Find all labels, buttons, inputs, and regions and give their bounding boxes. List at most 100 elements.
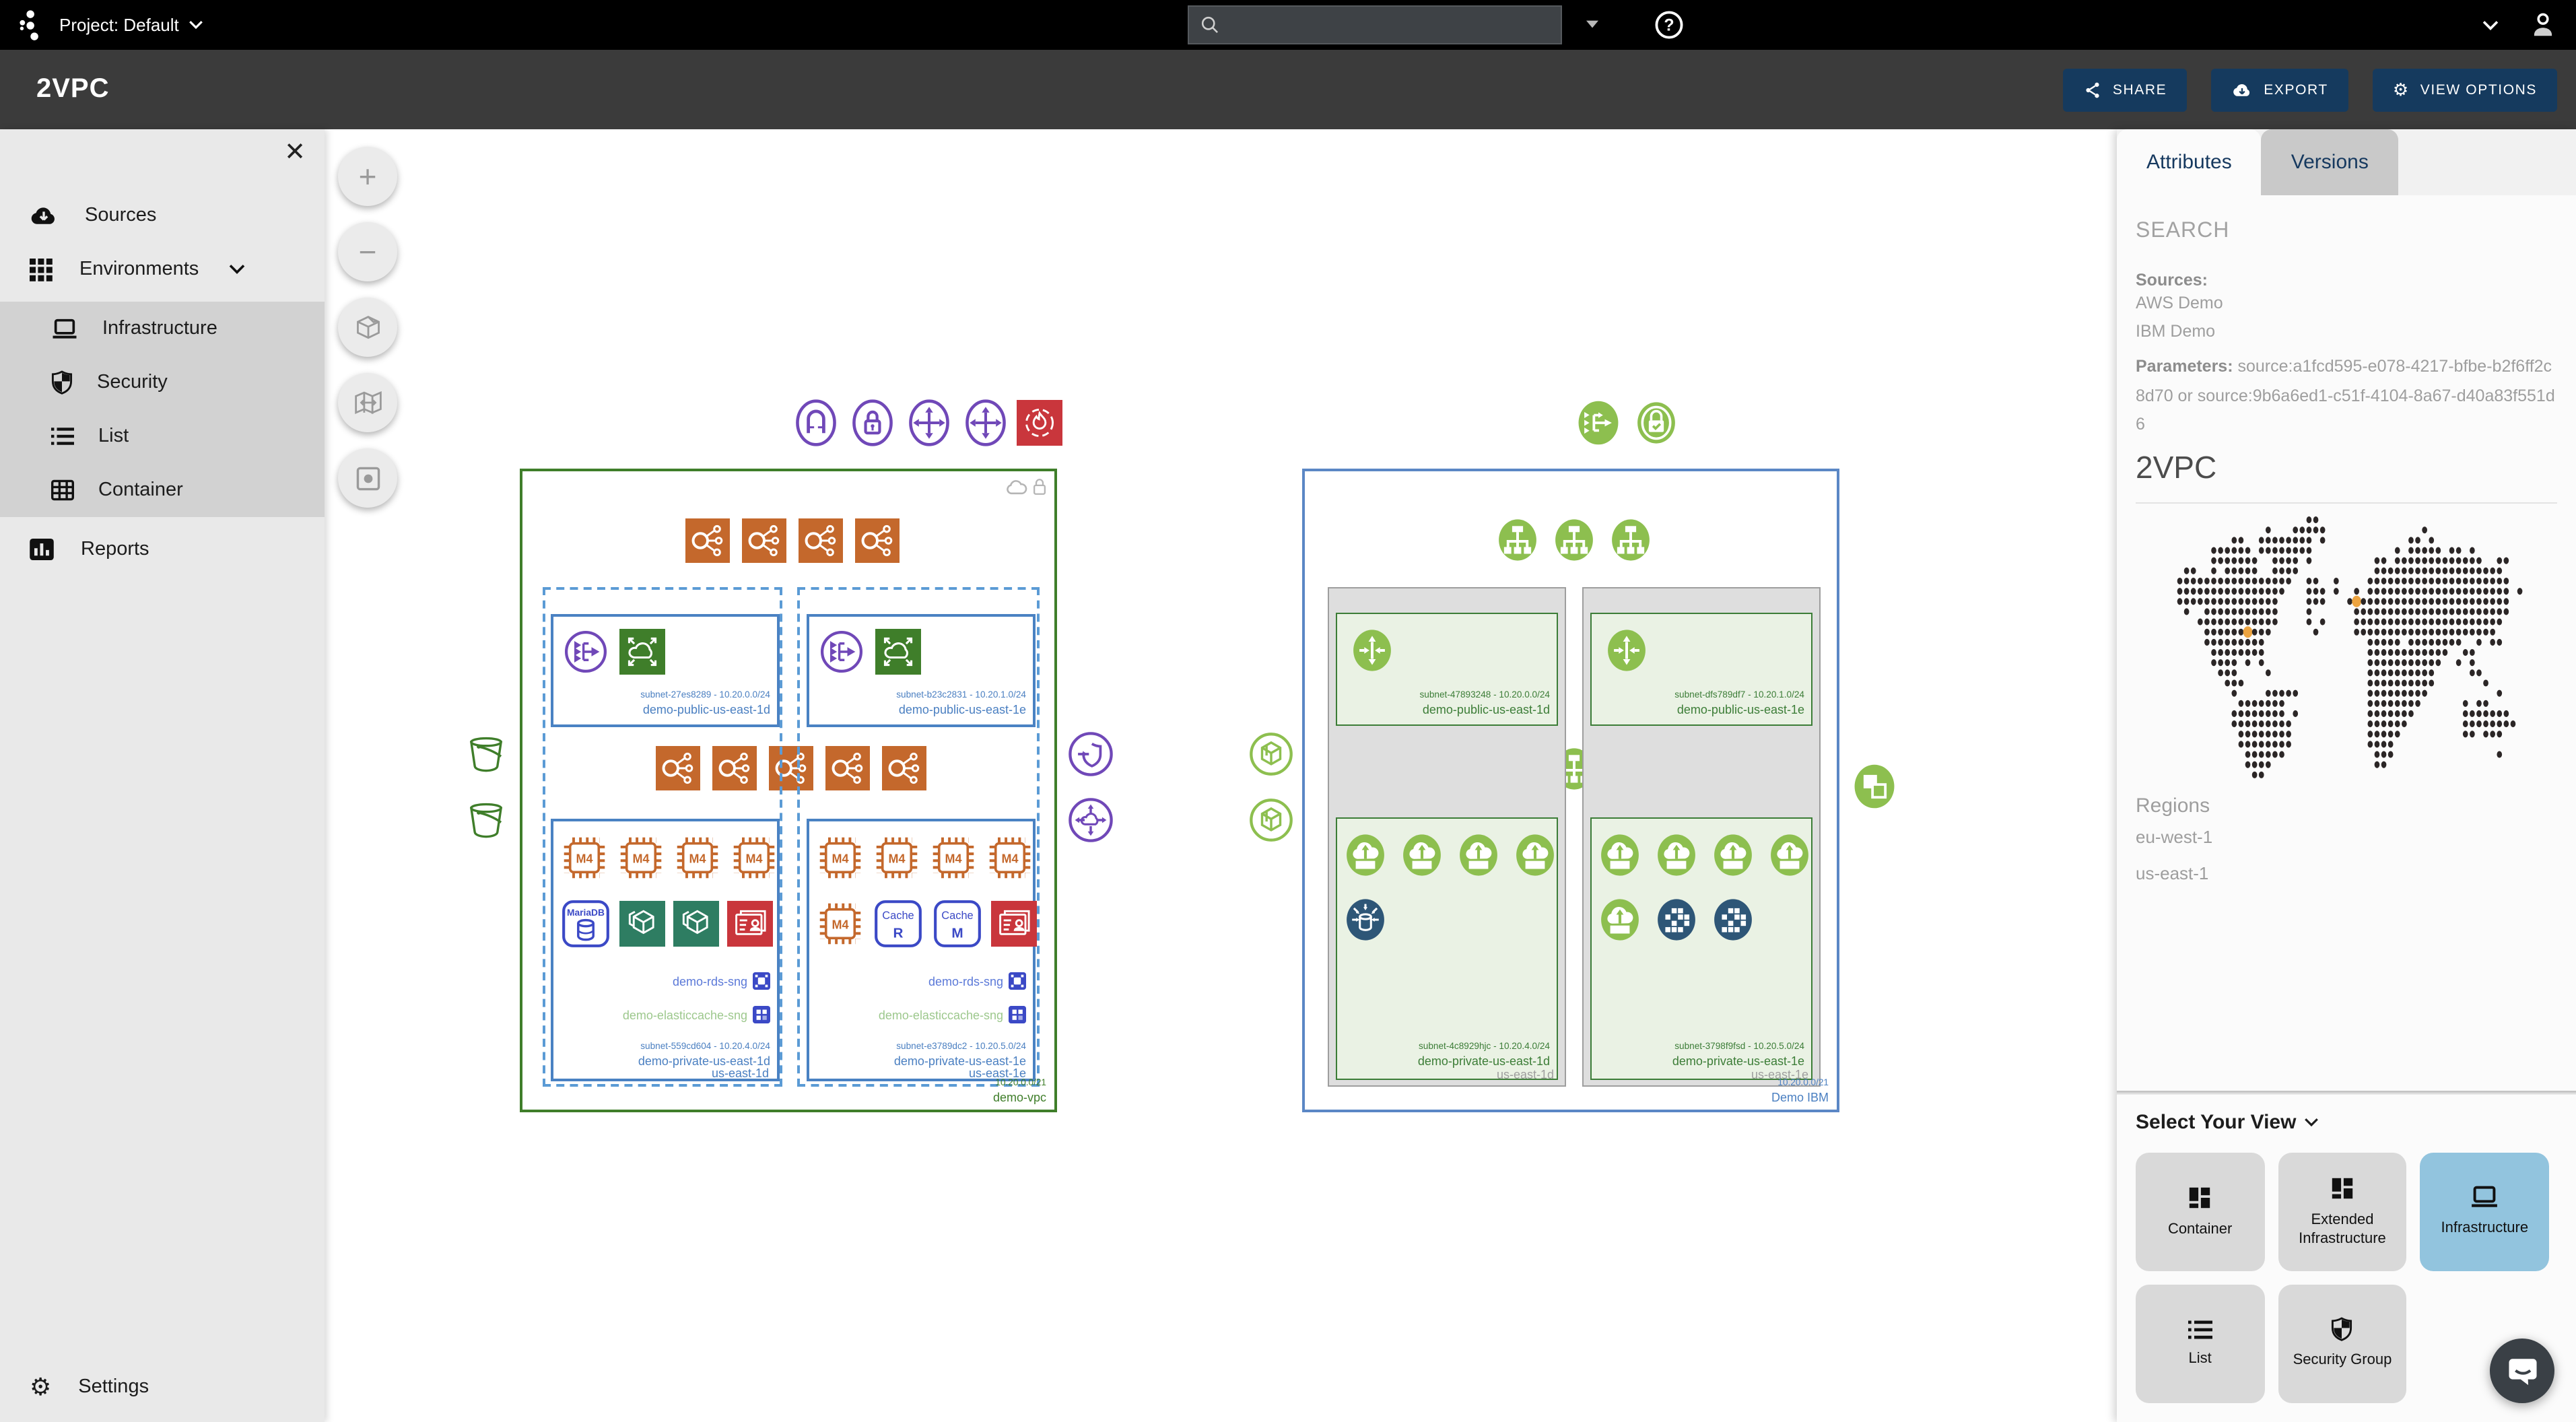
object-storage-icon[interactable] [1247,796,1295,844]
vpc-endpoint-icon[interactable] [1066,796,1115,844]
subnet-group-icon[interactable] [1009,1006,1026,1023]
ibm-private-subnet-1d[interactable]: subnet-4c8929hjc - 10.20.4.0/24 demo-pri… [1336,817,1558,1080]
virtual-server-icon[interactable] [1652,831,1701,879]
object-storage-icon[interactable] [1247,730,1295,778]
ec2-m4-icon[interactable] [986,834,1034,882]
view-options-button[interactable]: ⚙ VIEW OPTIONS [2372,68,2557,111]
container-registry-icon[interactable] [619,901,665,947]
vpc-router-icon[interactable] [960,397,1011,448]
sidebar-item-settings[interactable]: ⚙ Settings [30,1374,149,1400]
license-manager-icon[interactable] [991,901,1037,947]
vpn-service-icon[interactable] [1849,761,1900,812]
route-table-icon[interactable] [799,518,843,563]
license-manager-icon[interactable] [727,901,773,947]
view-button-security-group[interactable]: Security Group [2278,1285,2407,1403]
fit-width-button[interactable] [338,373,397,432]
s3-bucket-icon[interactable] [463,797,509,843]
s3-bucket-icon[interactable] [463,731,509,777]
network-interface-icon[interactable] [1550,516,1598,564]
diagram-canvas[interactable]: + − [325,129,2117,1422]
search-input[interactable] [1228,15,1550,34]
route-table-icon[interactable] [685,518,730,563]
vpc-router-icon[interactable] [904,397,955,448]
vpc-router-icon[interactable] [1602,626,1651,675]
container-registry-icon[interactable] [673,901,719,947]
load-balancer-icon[interactable] [1573,397,1624,448]
ibm-public-subnet-1d[interactable]: subnet-47893248 - 10.20.0.0/24 demo-publ… [1336,613,1558,726]
network-acl-icon[interactable] [847,397,898,448]
search-dropdown-icon[interactable] [1586,20,1598,28]
account-chevron-icon[interactable] [2482,20,2499,30]
ec2-m4-icon[interactable] [873,834,921,882]
virtual-server-icon[interactable] [1709,831,1757,879]
virtual-server-icon[interactable] [1454,831,1503,879]
elasticache-memcached-icon[interactable] [932,898,983,949]
subnet-group-icon[interactable] [1009,972,1026,990]
virtual-server-icon[interactable] [1765,831,1814,879]
route-table-icon[interactable] [742,518,786,563]
ec2-m4-icon[interactable] [617,834,665,882]
select-view-heading[interactable]: Select Your View [2136,1111,2557,1134]
ibm-vpc-box[interactable]: subnet-47893248 - 10.20.0.0/24 demo-publ… [1302,469,1839,1112]
kubernetes-icon[interactable] [1709,895,1757,944]
virtual-server-icon[interactable] [1398,831,1446,879]
ec2-m4-icon[interactable] [730,834,778,882]
virtual-server-icon[interactable] [1596,895,1644,944]
tab-versions[interactable]: Versions [2261,129,2398,195]
sidebar-item-security[interactable]: Security [0,356,325,409]
view-button-list[interactable]: List [2136,1285,2265,1403]
network-interface-icon[interactable] [1606,516,1655,564]
vpn-gateway-icon[interactable] [790,397,842,448]
user-icon[interactable] [2529,11,2557,39]
chat-bubble-button[interactable] [2490,1339,2554,1403]
virtual-server-icon[interactable] [1596,831,1644,879]
search-box[interactable] [1188,5,1562,44]
route-table-icon[interactable] [855,518,900,563]
zoom-in-button[interactable]: + [338,147,397,206]
kubernetes-icon[interactable] [1652,895,1701,944]
ibm-public-subnet-1e[interactable]: subnet-dfs789df7 - 10.20.1.0/24 demo-pub… [1590,613,1812,726]
nat-gateway-icon[interactable] [619,629,665,675]
view-button-container[interactable]: Container [2136,1153,2265,1271]
ec2-m4-icon[interactable] [816,900,865,948]
subnet-group-icon[interactable] [753,1006,770,1023]
center-view-button[interactable] [338,448,397,508]
flow-logs-icon[interactable] [819,629,865,675]
package-view-button[interactable] [338,298,397,357]
security-compliance-icon[interactable] [1632,399,1681,447]
network-interface-icon[interactable] [1493,516,1542,564]
sidebar-item-list[interactable]: List [0,409,325,463]
aws-private-subnet-1e[interactable]: demo-rds-sng demo-elasticcache-sng subne… [807,819,1036,1081]
virtual-server-icon[interactable] [1341,831,1390,879]
aws-public-subnet-1e[interactable]: subnet-b23c2831 - 10.20.1.0/24 demo-publ… [807,614,1036,727]
help-icon[interactable] [1654,9,1685,40]
tab-attributes[interactable]: Attributes [2117,129,2262,195]
ec2-m4-icon[interactable] [673,834,722,882]
view-button-extended-infrastructure[interactable]: Extended Infrastructure [2278,1153,2407,1271]
aws-vpc-box[interactable]: subnet-27es8289 - 10.20.0.0/24 demo-publ… [520,469,1057,1112]
sidebar-item-container[interactable]: Container [0,463,325,517]
ec2-m4-icon[interactable] [560,834,609,882]
sidebar-item-environments[interactable]: Environments [0,242,325,296]
project-selector[interactable]: Project: Default [59,15,203,35]
ec2-m4-icon[interactable] [929,834,978,882]
ibm-private-subnet-1e[interactable]: subnet-3798f9fsd - 10.20.5.0/24 demo-pri… [1590,817,1812,1080]
ec2-m4-icon[interactable] [816,834,865,882]
zoom-out-button[interactable]: − [338,222,397,281]
internet-gateway-icon[interactable] [1066,730,1115,778]
flow-logs-icon[interactable] [563,629,609,675]
database-icon[interactable] [1341,895,1390,944]
elasticache-redis-icon[interactable] [873,898,924,949]
sidebar-item-sources[interactable]: Sources [0,189,325,242]
aws-private-subnet-1d[interactable]: demo-rds-sng demo-elasticcache-sng subne… [551,819,780,1081]
close-icon[interactable]: ✕ [284,139,306,167]
mariadb-rds-icon[interactable] [560,898,611,949]
export-button[interactable]: EXPORT [2211,68,2348,111]
waf-icon[interactable] [1017,400,1062,446]
aws-public-subnet-1d[interactable]: subnet-27es8289 - 10.20.0.0/24 demo-publ… [551,614,780,727]
virtual-server-icon[interactable] [1511,831,1559,879]
view-button-infrastructure[interactable]: Infrastructure [2420,1153,2549,1271]
vpc-router-icon[interactable] [1348,626,1396,675]
share-button[interactable]: SHARE [2062,68,2188,111]
sidebar-item-reports[interactable]: Reports [0,522,325,576]
